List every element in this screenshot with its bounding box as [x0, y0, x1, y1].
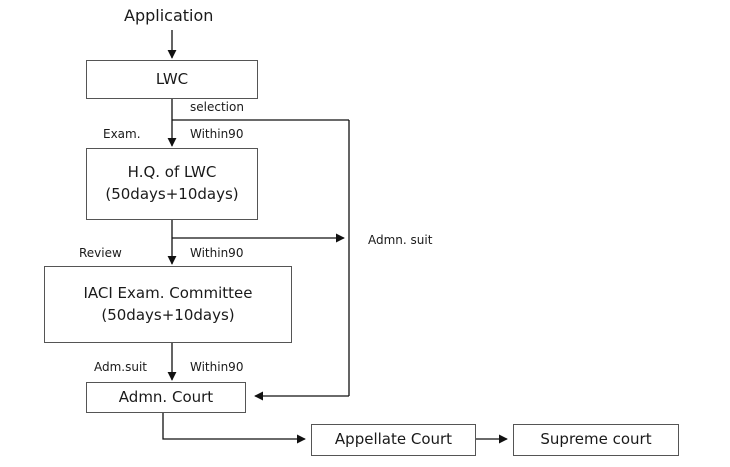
label-within90-3: Within90: [190, 360, 244, 374]
label-within90-1: Within90: [190, 127, 244, 141]
node-admn-court-label: Admn. Court: [118, 387, 214, 406]
label-admn-suit: Admn. suit: [368, 233, 433, 247]
node-lwc-label: LWC: [155, 69, 189, 88]
node-iaci-duration: (50days+10days): [101, 305, 235, 324]
node-hq-duration: (50days+10days): [105, 185, 239, 203]
line-admn-court-down: [162, 413, 306, 444]
node-appellate-court-label: Appellate Court: [334, 430, 453, 449]
node-hq-title: H.Q. of LWC: [127, 163, 217, 182]
label-selection: selection: [190, 100, 244, 114]
node-lwc: LWC: [86, 60, 258, 99]
node-appellate-court: Appellate Court: [311, 424, 476, 456]
node-iaci-exam-committee: IACI Exam. Committee (50days+10days): [44, 266, 292, 343]
label-review: Review: [79, 246, 122, 260]
label-adm-suit: Adm.suit: [94, 360, 148, 374]
node-admn-court: Admn. Court: [86, 382, 246, 413]
node-iaci-title: IACI Exam. Committee: [83, 283, 253, 302]
label-exam: Exam.: [103, 127, 141, 141]
node-supreme-court: Supreme court: [513, 424, 679, 456]
label-within90-2: Within90: [190, 246, 244, 260]
node-hq-of-lwc: H.Q. of LWC (50days+10days): [86, 148, 258, 220]
start-label: Application: [124, 6, 214, 25]
node-supreme-court-label: Supreme court: [540, 430, 652, 449]
